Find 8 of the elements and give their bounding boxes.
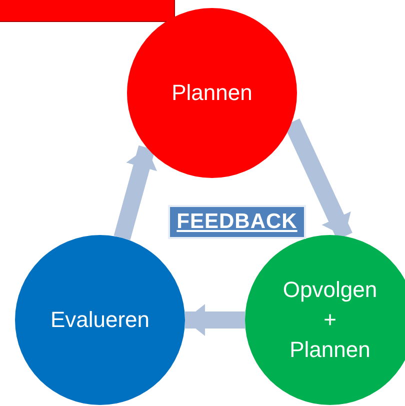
block-arrow [185,304,245,336]
banner-label: FEEDBACK [176,210,298,234]
step-label: Opvolgen + Plannen [282,276,378,364]
step-label: Evalueren [49,306,151,334]
title-bar [0,0,175,22]
step-label: Plannen [170,79,254,108]
feedback-banner [168,205,306,239]
block-arrow [114,145,157,240]
